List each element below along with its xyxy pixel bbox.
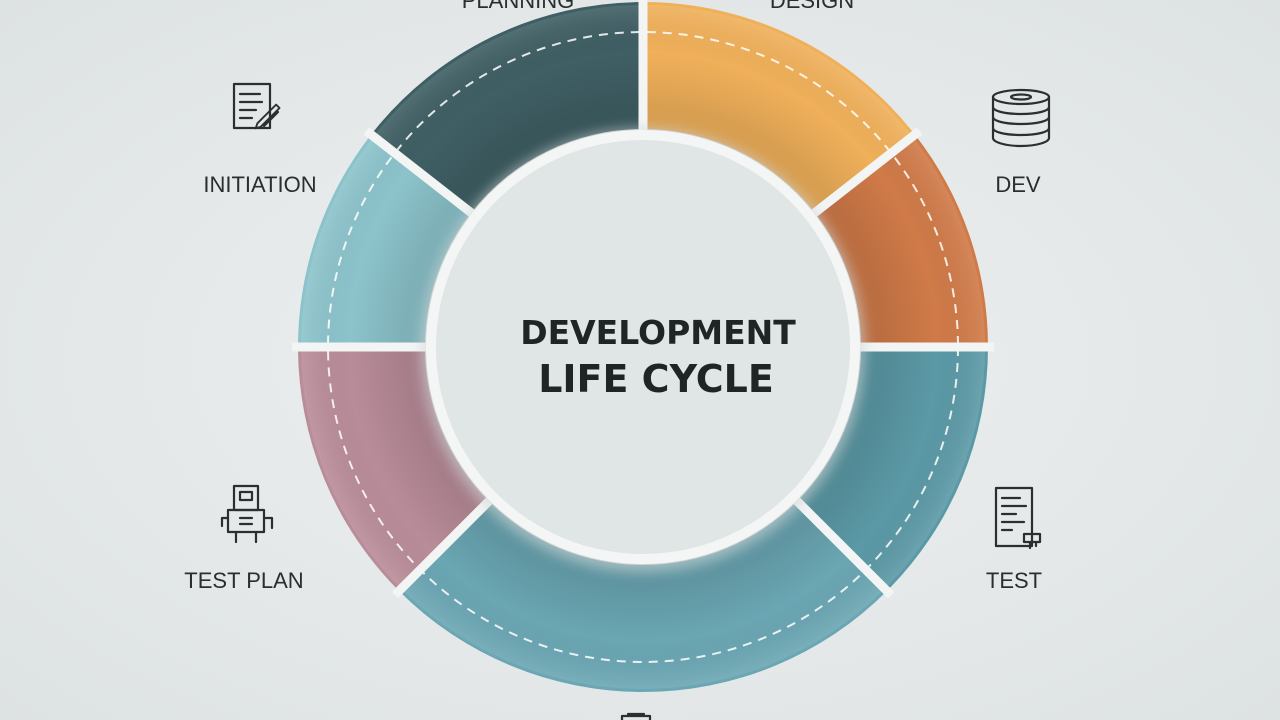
segment-separators <box>292 0 994 599</box>
segment-separator <box>363 127 478 219</box>
center-title-line2: LIFE CYCLE <box>538 357 774 401</box>
document-pen-icon <box>232 82 281 130</box>
test-document-icon <box>994 486 1042 550</box>
label-design: DESIGN <box>770 0 854 13</box>
label-initiation: INITIATION <box>203 172 316 197</box>
segment-separator <box>791 495 895 599</box>
label-dev: DEV <box>995 172 1041 197</box>
segment-separator <box>391 495 495 599</box>
database-icon <box>991 88 1051 148</box>
label-test-plan: TEST PLAN <box>184 568 303 593</box>
label-planning: PLANNING <box>462 0 574 13</box>
center-title-line1: DEVELOPMENT <box>520 313 796 352</box>
label-test: TEST <box>986 568 1042 593</box>
clipboard-icon <box>620 712 652 720</box>
robot-icon <box>220 484 274 544</box>
segment-separator <box>808 127 923 219</box>
